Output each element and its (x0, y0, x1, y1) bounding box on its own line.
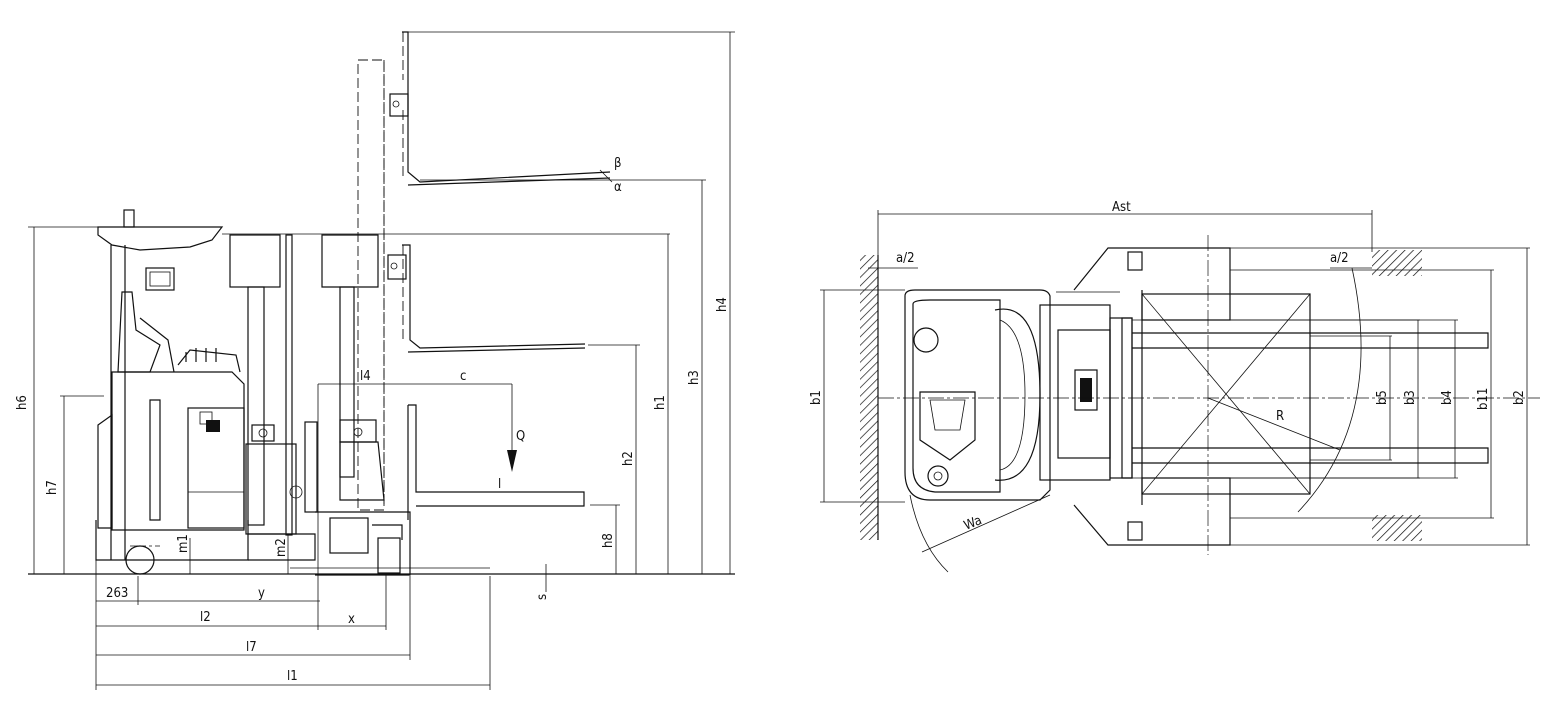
top-view-dimensions (820, 210, 1530, 546)
label-a2-left: a/2 (896, 251, 915, 266)
label-b5: b5 (1375, 390, 1390, 405)
label-wa: Wa (962, 513, 984, 534)
label-l2: l2 (200, 610, 211, 625)
right-wall-top (1372, 250, 1422, 276)
label-q: Q (516, 429, 525, 444)
label-r: R (1276, 409, 1284, 424)
fork-carriage-top (389, 31, 613, 186)
label-h6: h6 (15, 395, 30, 410)
vertical-dimensions (28, 31, 735, 592)
top-view-labels: Ast a/2 a/2 b1 b5 b3 b4 b11 b2 R Wa (809, 200, 1527, 534)
label-263: 263 (106, 586, 128, 601)
label-l7: l7 (246, 640, 257, 655)
label-m2: m2 (274, 538, 289, 557)
right-wall-bottom (1372, 515, 1422, 541)
label-ast: Ast (1112, 200, 1131, 215)
label-m1: m1 (176, 534, 191, 553)
label-alpha: α (614, 180, 622, 195)
fork-carriage-low (407, 404, 585, 520)
label-fork-l: l (498, 477, 501, 492)
fork-carriage-mid (387, 244, 586, 353)
left-wall (860, 255, 878, 540)
label-l4: l4 (360, 369, 371, 384)
side-view: h6 h7 m1 m2 l4 c Q l h8 h2 h1 h3 h4 β α … (15, 31, 735, 690)
truck-top-outline (878, 235, 1540, 555)
horizontal-dimensions (95, 383, 517, 690)
label-s: s (535, 594, 550, 600)
label-b2: b2 (1512, 390, 1527, 405)
label-c: c (460, 369, 466, 384)
label-b1: b1 (809, 390, 824, 405)
label-b4: b4 (1440, 390, 1455, 405)
label-h4: h4 (715, 297, 730, 312)
label-l1: l1 (287, 669, 298, 684)
label-a2-right: a/2 (1330, 251, 1349, 266)
truck-body (95, 59, 411, 576)
turning-arcs (909, 267, 1362, 573)
label-b3: b3 (1403, 390, 1418, 405)
label-h2: h2 (621, 451, 636, 466)
label-x: x (348, 612, 355, 627)
label-b11: b11 (1476, 388, 1491, 410)
label-beta: β (614, 156, 621, 171)
label-h8: h8 (601, 533, 616, 548)
label-h7: h7 (45, 480, 60, 495)
label-y: y (258, 586, 265, 601)
label-h3: h3 (687, 370, 702, 385)
side-view-labels: h6 h7 m1 m2 l4 c Q l h8 h2 h1 h3 h4 β α … (15, 156, 730, 684)
top-view: Ast a/2 a/2 b1 b5 b3 b4 b11 b2 R Wa (809, 200, 1540, 573)
label-h1: h1 (653, 395, 668, 410)
